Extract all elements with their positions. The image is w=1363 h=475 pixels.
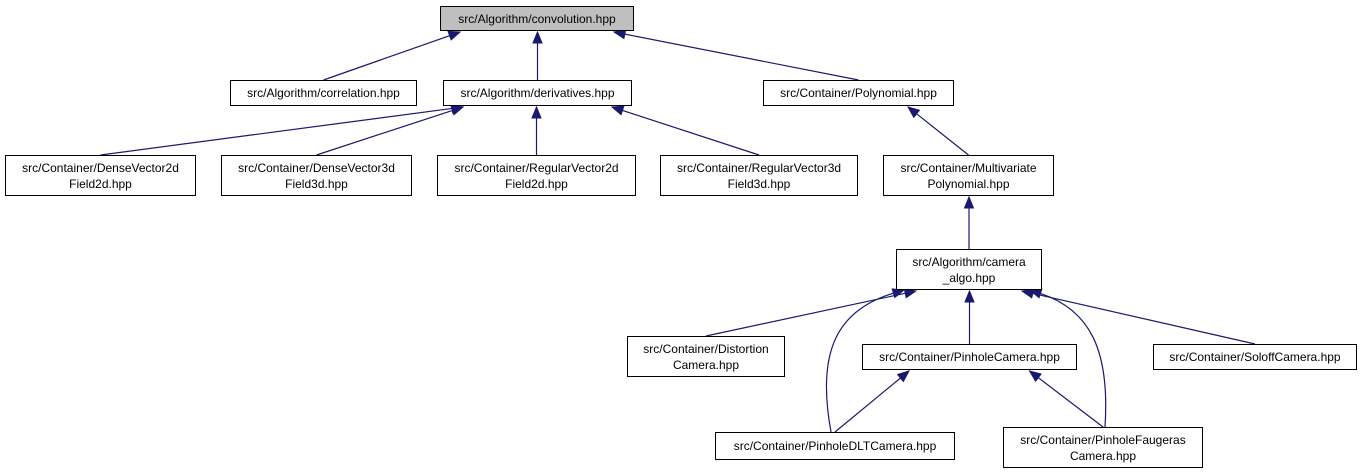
edge-pinhole-to-camera_algo-arrowhead [964,289,975,303]
edge-regular3d-to-derivatives [622,109,760,156]
node-label-line: Field3d.hpp [727,176,791,191]
edge-dense3d-to-derivatives [316,109,453,156]
node-label-line: Camera.hpp [1069,448,1137,463]
node-label: src/Algorithm/convolution.hpp [458,11,615,27]
node-label-line: src/Container/DenseVector3d [238,160,395,175]
node-pinhole[interactable]: src/Container/PinholeCamera.hpp [862,344,1077,370]
node-label-line: Field2d.hpp [69,176,132,191]
edge-dense2d-to-derivatives [100,107,453,156]
node-label: src/Algorithm/camera_algo.hpp [912,254,1025,286]
edge-distortion-to-camera_algo [705,292,906,337]
edge-derivatives-to-convolution-arrowhead [532,30,543,44]
edge-pinholedlt-to-camera_algo [825,292,894,433]
edge-pinholedlt-to-camera_algo-arrowhead [891,288,906,299]
edge-faugeras-to-pinhole-arrowhead [1028,370,1042,383]
edge-faugeras-to-pinhole [1037,377,1104,428]
node-label-line: Field2d.hpp [505,176,568,191]
node-label-line: src/Algorithm/convolution.hpp [458,11,616,26]
node-label: src/Container/SoloffCamera.hpp [1169,349,1340,365]
node-label-line: src/Container/SoloffCamera.hpp [1169,350,1341,364]
edge-dense3d-to-derivatives-arrowhead [450,105,465,116]
edge-polynomial-to-convolution [624,33,859,81]
node-label-line: Field3d.hpp [285,176,348,191]
edge-soloff-to-camera_algo [1032,292,1256,345]
node-label: src/Algorithm/derivatives.hpp [460,85,614,101]
node-label: src/Container/Polynomial.hpp [780,85,937,101]
node-label-line: src/Container/PinholeFaugeras [1020,432,1186,447]
node-label-line: Polynomial.hpp [927,176,1010,191]
node-label-line: src/Container/DenseVector2d [22,160,179,175]
edge-faugeras-to-camera_algo [1040,292,1107,428]
node-label-line: _algo.hpp [942,270,996,285]
edge-camera_algo-to-multivariate-arrowhead [963,195,975,209]
node-label-line: src/Container/PinholeCamera.hpp [879,350,1060,364]
node-label: src/Algorithm/correlation.hpp [247,85,400,101]
node-soloff[interactable]: src/Container/SoloffCamera.hpp [1153,344,1357,370]
node-convolution: src/Algorithm/convolution.hpp [440,6,634,31]
edge-pinholedlt-to-pinhole [834,377,901,433]
edge-polynomial-to-convolution-arrowhead [612,29,627,40]
node-label-line: src/Container/Multivariate [900,160,1037,175]
edge-multivariate-to-polynomial [916,113,969,156]
node-correlation[interactable]: src/Algorithm/correlation.hpp [230,80,417,106]
node-label-line: src/Algorithm/correlation.hpp [247,86,400,100]
edge-pinholedlt-to-pinhole-arrowhead [896,370,910,383]
edge-multivariate-to-polynomial-arrowhead [906,106,921,119]
edge-regular3d-to-derivatives-arrowhead [610,105,625,116]
node-label-line: src/Algorithm/derivatives.hpp [460,86,615,100]
node-label: src/Container/PinholeDLTCamera.hpp [734,438,937,454]
edge-correlation-to-convolution [323,35,450,81]
node-pinholedlt[interactable]: src/Container/PinholeDLTCamera.hpp [715,432,955,460]
node-label-line: src/Algorithm/camera [912,254,1026,269]
edge-regular2d-to-derivatives-arrowhead [531,105,542,119]
node-label-line: src/Container/Polynomial.hpp [780,86,937,100]
node-polynomial[interactable]: src/Container/Polynomial.hpp [763,80,954,106]
edge-distortion-to-camera_algo-arrowhead [903,288,918,299]
node-derivatives[interactable]: src/Algorithm/derivatives.hpp [443,80,632,106]
node-label-line: src/Container/RegularVector3d [676,160,842,175]
node-label-line: src/Container/Distortion [643,341,769,356]
node-label-line: Camera.hpp [672,357,740,372]
edge-correlation-to-convolution-arrowhead [447,30,462,41]
node-label-line: src/Container/PinholeDLTCamera.hpp [733,439,937,453]
node-label-line: src/Container/RegularVector2d [454,160,619,175]
node-label: src/Container/PinholeCamera.hpp [879,349,1060,365]
node-camera-algo[interactable]: src/Algorithm/camera_algo.hpp [896,249,1042,290]
